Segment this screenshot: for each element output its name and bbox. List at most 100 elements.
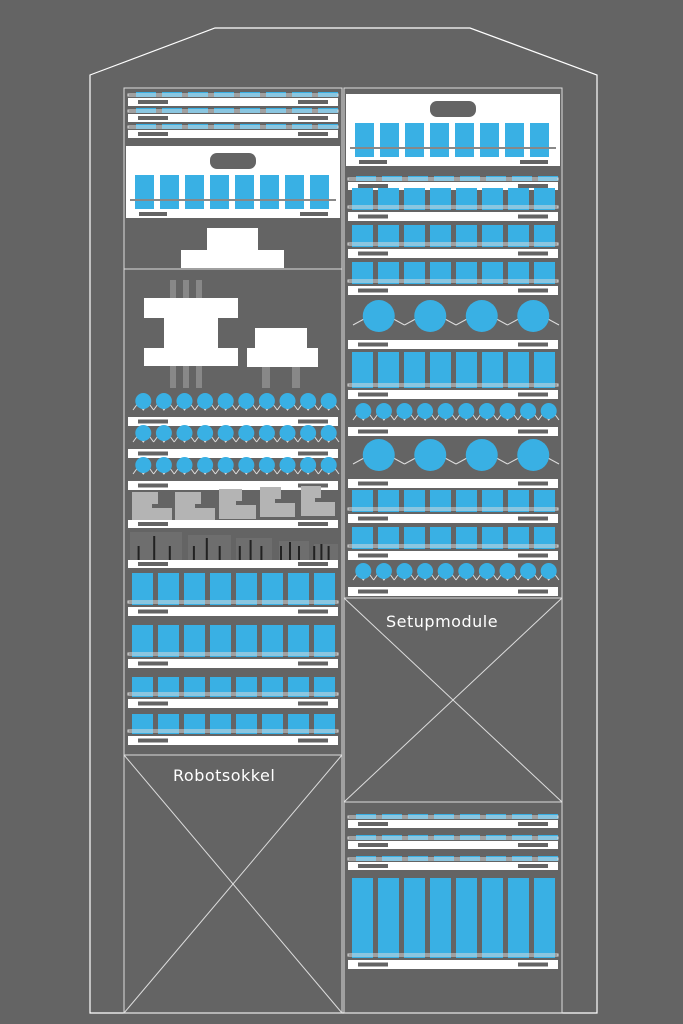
- tray-tag: [518, 843, 548, 847]
- bin: [508, 262, 529, 284]
- rail: [127, 109, 339, 113]
- ball-holder: [517, 572, 539, 581]
- bin: [482, 188, 503, 210]
- tray-tag: [298, 116, 328, 120]
- bin: [352, 490, 373, 512]
- gripper-finger: [183, 366, 189, 388]
- robot-base-label: Robotsokkel: [173, 766, 276, 785]
- gray-part: [175, 492, 215, 522]
- tray-tag: [358, 392, 388, 397]
- thin-shelf: [127, 124, 339, 138]
- bin: [355, 123, 374, 157]
- ball: [362, 300, 395, 332]
- ball-holder: [194, 466, 216, 475]
- bin-shelf: [347, 225, 559, 258]
- bin: [314, 625, 335, 657]
- tower-outline: [89, 27, 598, 1014]
- bin: [158, 677, 179, 697]
- tray-tag: [138, 100, 168, 104]
- tray-tag: [518, 214, 548, 219]
- ball-holder: [235, 434, 258, 443]
- tray: [128, 481, 338, 490]
- thin-shelf: [347, 835, 559, 849]
- bin: [534, 878, 555, 958]
- bin-shelf: [347, 262, 559, 295]
- tray: [348, 862, 558, 870]
- bin: [508, 490, 529, 512]
- bin: [158, 714, 179, 734]
- ball-shelf: [348, 563, 560, 596]
- bin: [378, 878, 399, 958]
- ball-holder: [173, 466, 196, 475]
- bin: [158, 573, 179, 605]
- bin: [534, 490, 555, 512]
- tray-tag: [358, 553, 388, 558]
- tray: [348, 212, 558, 221]
- bin-shelf: [347, 527, 559, 560]
- cross-line: [343, 597, 563, 803]
- rail: [347, 242, 559, 246]
- rail: [347, 857, 559, 861]
- handle: [430, 101, 476, 117]
- ball: [517, 300, 550, 332]
- bin: [160, 175, 179, 209]
- bin: [404, 352, 425, 388]
- bin: [508, 188, 529, 210]
- ball: [465, 300, 498, 332]
- tray-tag: [358, 342, 388, 347]
- thin-shelf: [347, 814, 559, 828]
- rail: [127, 600, 339, 604]
- ball: [478, 403, 495, 419]
- ball-holder: [476, 572, 498, 581]
- bin: [508, 225, 529, 247]
- tray-tag: [518, 864, 548, 868]
- thin-shelf: [127, 92, 339, 106]
- tray: [348, 479, 558, 488]
- tray: [128, 699, 338, 708]
- ball: [258, 457, 275, 473]
- bin: [132, 625, 153, 657]
- tray: [128, 114, 338, 122]
- bin: [288, 714, 309, 734]
- tray-tag: [358, 516, 388, 521]
- ball-shelf: [128, 393, 340, 426]
- tray: [348, 960, 558, 969]
- tray: [128, 736, 338, 745]
- pin: [192, 546, 195, 560]
- tray-tag: [358, 589, 388, 594]
- tray-tag: [298, 419, 328, 424]
- ball: [478, 563, 495, 579]
- ball-holder: [173, 434, 196, 443]
- ball: [437, 563, 454, 579]
- ball: [176, 393, 193, 409]
- tray: [128, 449, 338, 458]
- bin-box: [346, 94, 560, 166]
- bin: [456, 490, 477, 512]
- tray-tag: [518, 342, 548, 347]
- tray-tag: [298, 562, 328, 566]
- tray-tag: [298, 483, 328, 488]
- ball-shelf: [348, 439, 560, 488]
- ball-holder: [393, 412, 416, 421]
- gripper-finger: [196, 280, 202, 304]
- bin: [210, 175, 229, 209]
- tray-tag: [518, 288, 548, 293]
- ball-holder: [132, 466, 155, 475]
- ball-shelf: [128, 425, 340, 458]
- tray-tag: [358, 962, 388, 967]
- bin: [288, 677, 309, 697]
- ball: [540, 403, 557, 419]
- ball: [135, 425, 152, 441]
- rail: [127, 125, 339, 129]
- tray-tag: [298, 451, 328, 456]
- pin: [153, 536, 156, 560]
- tray-tag: [518, 516, 548, 521]
- ball: [217, 425, 234, 441]
- bin: [534, 352, 555, 388]
- ball: [499, 403, 516, 419]
- bin: [184, 573, 205, 605]
- gripper-finger: [170, 280, 176, 304]
- tray: [348, 427, 558, 436]
- ball-holder: [276, 466, 299, 475]
